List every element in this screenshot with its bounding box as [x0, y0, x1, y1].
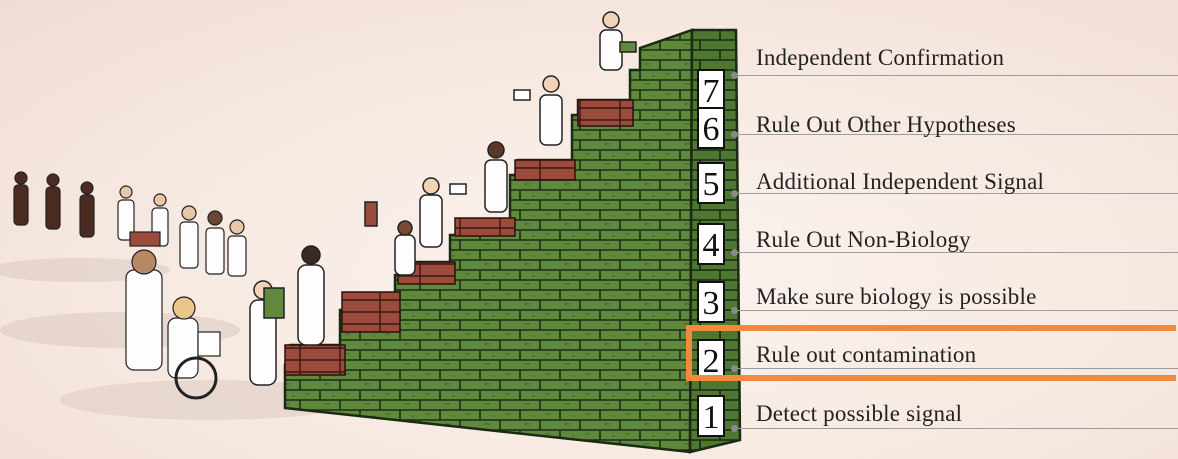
silhouette-figure: [13, 171, 29, 226]
crowd-of-scientists: [13, 171, 247, 400]
svg-text:6: 6: [703, 111, 720, 148]
scientist-figure: [117, 185, 135, 241]
scientist-figure: [364, 201, 416, 276]
step-divider: [734, 428, 1178, 429]
svg-text:7: 7: [703, 73, 720, 110]
step-label-1: Detect possible signal: [756, 401, 963, 426]
scientist-figure: [599, 11, 637, 71]
silhouette-figure: [79, 181, 95, 238]
step-plaque-7: 7: [697, 69, 725, 111]
step-row-3: Make sure biology is possible: [712, 270, 1178, 328]
step-bullet: [731, 190, 738, 197]
step-label-7: Independent Confirmation: [756, 45, 1005, 70]
svg-text:5: 5: [703, 166, 720, 203]
wheelchair-scientist: [167, 296, 221, 400]
step-row-6: Rule Out Other Hypotheses: [712, 96, 1178, 154]
scientist-figure: [205, 210, 225, 275]
step-label-3: Make sure biology is possible: [756, 284, 1037, 309]
scientists-on-stairs: [249, 11, 637, 386]
step-row-4: Rule Out Non-Biology: [712, 214, 1178, 272]
step-divider: [734, 134, 1178, 135]
scientist-figure: [484, 141, 508, 213]
svg-text:2: 2: [703, 343, 720, 380]
step-bullet: [731, 131, 738, 138]
step-divider: [734, 75, 1178, 76]
step-label-5: Additional Independent Signal: [756, 169, 1045, 194]
step-bullet: [731, 307, 738, 314]
step-bullet: [731, 249, 738, 256]
step-label-4: Rule Out Non-Biology: [756, 227, 971, 252]
brick-staircase: [283, 28, 742, 454]
step-divider: [734, 310, 1178, 311]
step-plaque-5: 5: [697, 162, 725, 204]
step-plaque-4: 4: [697, 223, 725, 265]
step-plaque-1: 1: [697, 395, 725, 437]
svg-text:1: 1: [703, 399, 720, 436]
scientist-figure: [125, 231, 163, 371]
scientist-figure: [249, 280, 285, 386]
scientist-figure: [419, 177, 467, 248]
scientist-figure: [297, 245, 325, 346]
svg-text:4: 4: [703, 227, 720, 264]
step-number-plaques: 7 6 5 4 3 2 1: [697, 69, 725, 437]
step-row-5: Additional Independent Signal: [712, 155, 1178, 213]
scientist-figure: [179, 205, 199, 269]
highlight-box-step-2: [686, 325, 1176, 381]
svg-text:3: 3: [703, 285, 720, 322]
scientist-figure: [513, 75, 563, 146]
step-divider: [734, 252, 1178, 253]
step-bullet: [731, 425, 738, 432]
step-bullet: [731, 72, 738, 79]
step-label-2: Rule out contamination: [756, 342, 977, 367]
step-divider: [734, 368, 1178, 369]
silhouette-figure: [45, 173, 61, 230]
step-plaque-2: 2: [697, 339, 725, 381]
step-divider: [734, 193, 1178, 194]
step-bullet: [731, 365, 738, 372]
step-label-6: Rule Out Other Hypotheses: [756, 112, 1016, 137]
step-plaque-3: 3: [697, 281, 725, 323]
scientist-figure: [227, 219, 247, 277]
step-plaque-6: 6: [697, 107, 725, 149]
step-row-1: Detect possible signal: [712, 390, 1178, 448]
step-row-7: Independent Confirmation: [712, 37, 1178, 95]
step-row-2: Rule out contamination: [712, 330, 1178, 388]
